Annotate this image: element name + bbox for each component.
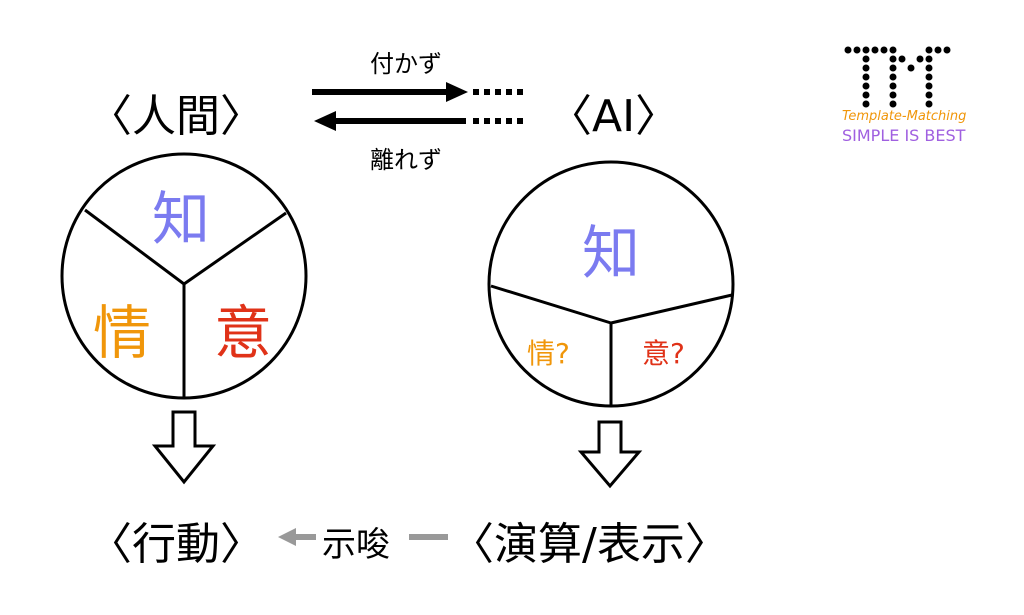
- arrow-to-ai: [312, 82, 468, 102]
- human-down-arrow: [151, 410, 217, 485]
- ai-chi-text: 知: [582, 219, 641, 287]
- ai-circle: [487, 160, 735, 408]
- logo-mark-icon: [844, 46, 951, 108]
- human-i-text: 意: [214, 299, 273, 367]
- suggestion-label: 示唆: [322, 525, 390, 565]
- human-circle: [60, 152, 308, 400]
- relation-top-label: 付かず: [370, 50, 442, 78]
- human-label: 〈人間〉: [88, 91, 264, 142]
- arrow-to-human: [314, 111, 466, 131]
- computation-label: 〈演算/表示〉: [450, 519, 729, 570]
- ai-jou-text: 情?: [527, 337, 570, 370]
- human-chi-text: 知: [152, 185, 211, 253]
- action-label: 〈行動〉: [88, 519, 264, 570]
- ai-i-text: 意?: [642, 337, 685, 370]
- dotted-connector-top: [473, 89, 523, 95]
- ai-label: 〈AI〉: [548, 91, 680, 142]
- relation-bottom-label: 離れず: [370, 146, 442, 174]
- ai-down-arrow: [577, 420, 643, 489]
- logo-line1: Template-Matching: [842, 109, 967, 124]
- logo-line2: SIMPLE IS BEST: [842, 126, 966, 145]
- human-jou-text: 情: [93, 299, 152, 367]
- dotted-connector-bottom: [473, 118, 523, 124]
- suggestion-arrow: [278, 528, 448, 546]
